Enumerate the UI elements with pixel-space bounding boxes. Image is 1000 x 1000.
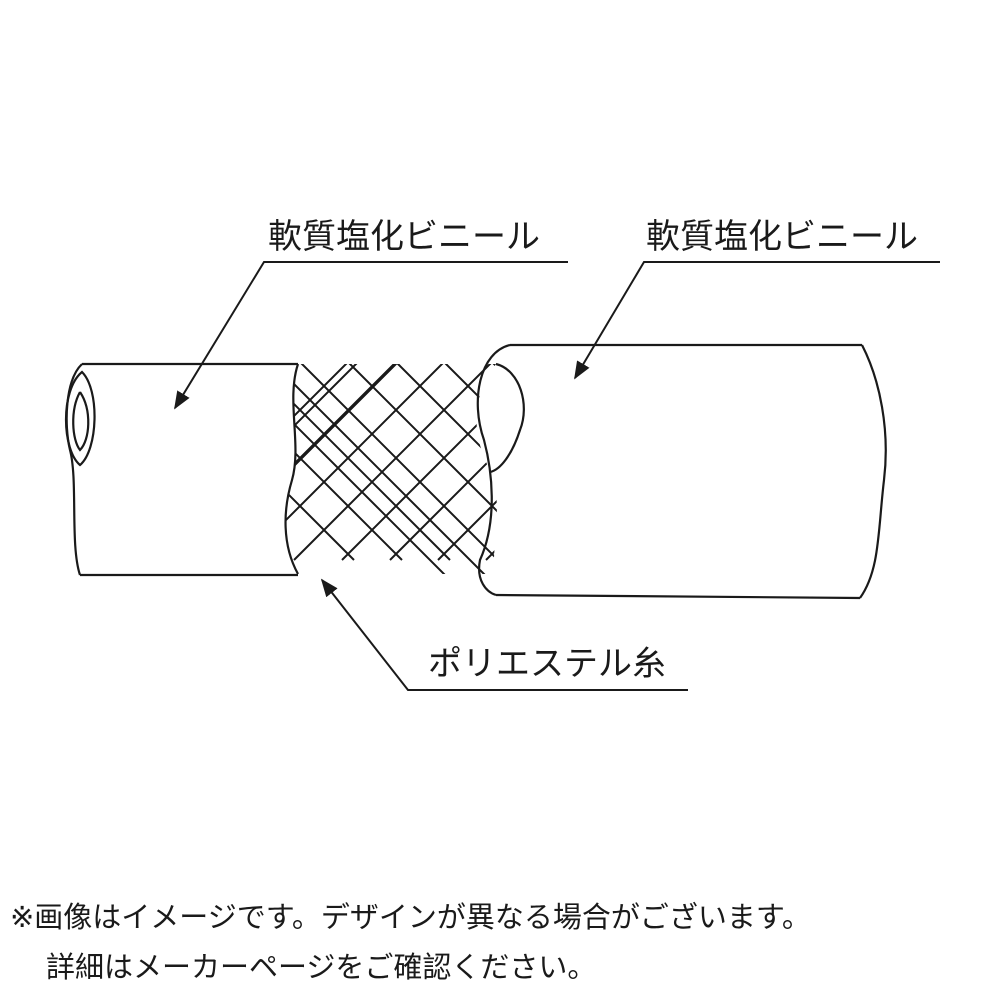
leader-outer-cover-right bbox=[574, 261, 940, 380]
inner-tube-opening-outer bbox=[65, 370, 96, 467]
outer-cover-bottom-edge bbox=[495, 593, 861, 600]
details-reference-note: 詳細はメーカーページをご確認ください。 bbox=[46, 950, 597, 984]
label-reinforcement: ポリエステル糸 bbox=[428, 644, 666, 684]
outer-cover bbox=[476, 343, 887, 600]
outer-cover-lip-inner bbox=[489, 362, 525, 474]
braid-left-edge bbox=[284, 363, 300, 575]
polyester-braid bbox=[284, 363, 497, 575]
outer-cover-right-end bbox=[859, 344, 887, 599]
leader-reinforcement bbox=[320, 578, 688, 691]
image-disclaimer-note: ※画像はイメージです。デザインが異なる場合がございます。 bbox=[10, 900, 811, 934]
inner-tube-left bbox=[65, 362, 298, 577]
label-outer-cover-left: 軟質塩化ビニール bbox=[268, 217, 540, 257]
inner-tube-opening-inner bbox=[72, 391, 90, 452]
outer-cover-left-lip bbox=[476, 343, 511, 597]
label-outer-cover-right: 軟質塩化ビニール bbox=[646, 217, 918, 257]
leader-lines bbox=[174, 261, 940, 691]
leader-outer-cover-left bbox=[174, 261, 568, 410]
